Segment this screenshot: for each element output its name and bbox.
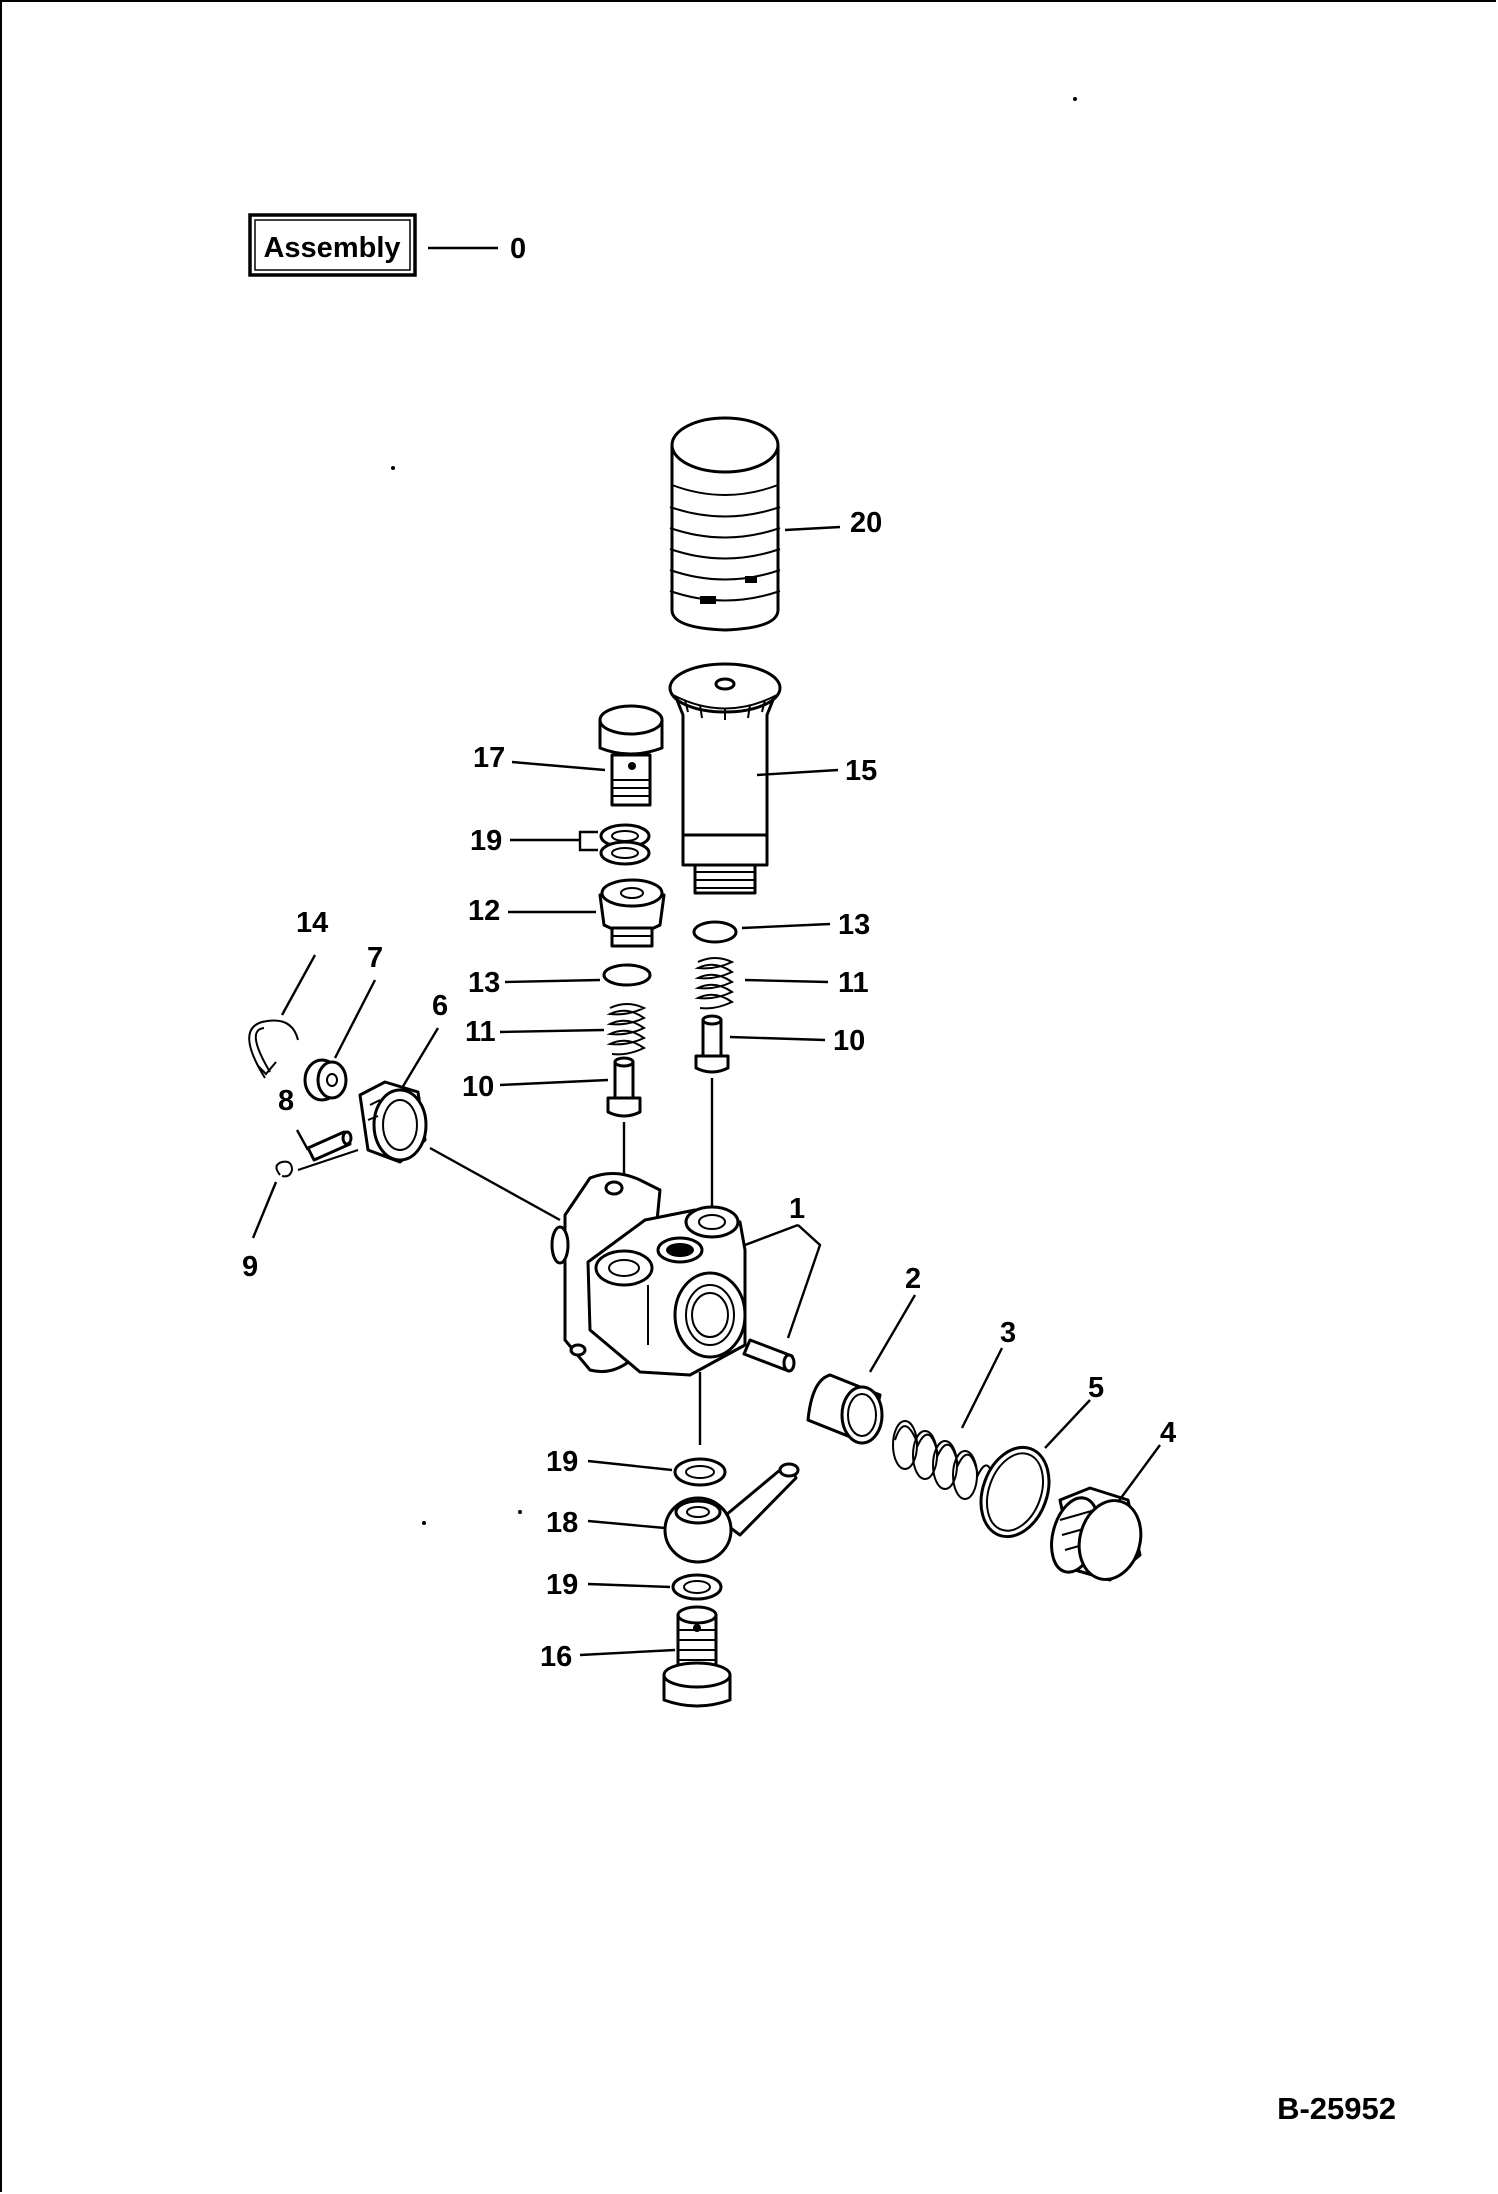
callout-13-left: 13 xyxy=(468,967,500,999)
part-10-valve-right xyxy=(694,1014,730,1074)
callout-4: 4 xyxy=(1160,1417,1176,1449)
callout-19-upper: 19 xyxy=(470,825,502,857)
callout-15: 15 xyxy=(845,755,877,787)
callout-7: 7 xyxy=(367,942,383,974)
part-17-bolt xyxy=(598,704,664,807)
part-1-pin xyxy=(742,1338,796,1373)
part-11-spring-right xyxy=(694,957,735,1010)
part-16-banjo-bolt xyxy=(662,1605,732,1708)
callout-20: 20 xyxy=(850,507,882,539)
callout-8: 8 xyxy=(278,1085,294,1117)
part-6-adapter xyxy=(358,1080,428,1164)
part-18-banjo-fitting xyxy=(663,1462,800,1564)
part-7-washer xyxy=(303,1058,348,1102)
part-19-gasket-middle xyxy=(673,1457,727,1487)
drawing-number: B-25952 xyxy=(1277,2091,1396,2126)
part-19-gaskets-upper xyxy=(599,823,651,866)
part-20-bellows xyxy=(669,416,781,632)
assembly-box xyxy=(248,213,417,277)
part-2-sleeve xyxy=(806,1373,884,1445)
callout-14: 14 xyxy=(296,907,328,939)
part-3-spring xyxy=(892,1420,996,1500)
assembly-label: Assembly xyxy=(263,232,400,264)
part-11-spring-left xyxy=(606,1003,647,1056)
callout-11-left: 11 xyxy=(465,1016,496,1048)
callout-1: 1 xyxy=(789,1193,805,1225)
part-13-o-ring-right xyxy=(692,920,738,944)
part-1-pump-body xyxy=(550,1172,747,1377)
callout-19-lower: 19 xyxy=(546,1569,578,1601)
callout-9: 9 xyxy=(242,1251,258,1283)
part-4-plug xyxy=(1050,1486,1143,1582)
part-13-o-ring-left xyxy=(602,963,652,987)
part-19-gasket-lower xyxy=(671,1573,723,1601)
callout-12: 12 xyxy=(468,895,500,927)
callout-16: 16 xyxy=(540,1641,572,1673)
part-8-pin xyxy=(306,1130,353,1162)
callout-2: 2 xyxy=(905,1263,921,1295)
part-12-valve-body xyxy=(598,878,666,948)
part-5-o-ring xyxy=(979,1445,1051,1539)
part-10-valve-left xyxy=(606,1056,642,1118)
callout-6: 6 xyxy=(432,990,448,1022)
callout-10-left: 10 xyxy=(462,1071,494,1103)
callout-13-right: 13 xyxy=(838,909,870,941)
callout-17: 17 xyxy=(473,742,505,774)
callout-10-right: 10 xyxy=(833,1025,865,1057)
callout-11-right: 11 xyxy=(838,967,869,999)
part-15-priming-pump xyxy=(668,662,782,895)
assembly-reference: Assembly 0 xyxy=(248,213,526,277)
callout-19-middle: 19 xyxy=(546,1446,578,1478)
assembly-number: 0 xyxy=(510,233,526,265)
callout-5: 5 xyxy=(1088,1372,1104,1404)
part-9-clip xyxy=(275,1149,359,1178)
callout-3: 3 xyxy=(1000,1317,1016,1349)
part-14-snap-ring xyxy=(248,1019,299,1079)
callout-18: 18 xyxy=(546,1507,578,1539)
